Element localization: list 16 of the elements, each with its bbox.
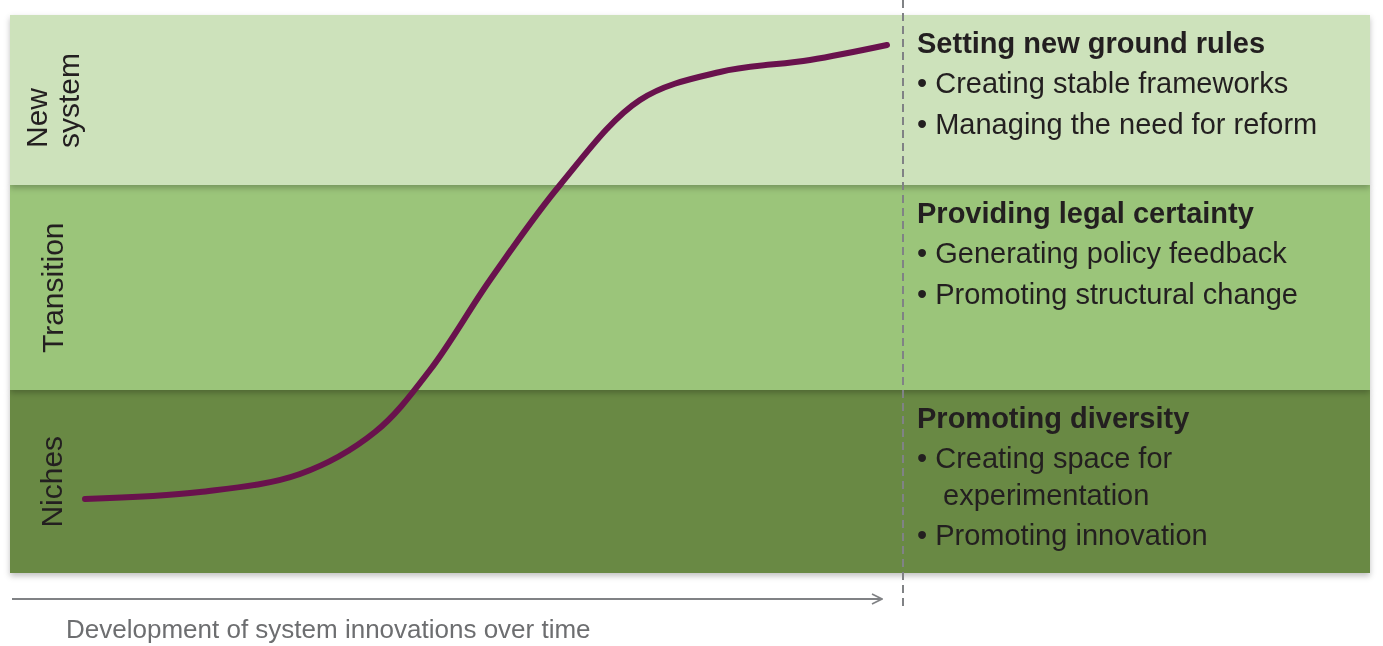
stage-band [10, 390, 1370, 573]
bullet-item: • Promoting structural change [917, 276, 1299, 312]
bullet-item: • Generating policy feedback [917, 236, 1288, 272]
bullet-item: • Creating space for experimentation [917, 441, 1174, 513]
stage-label: New system [20, 52, 84, 148]
bullet-item: • Promoting innovation [917, 517, 1209, 553]
axis-caption: Development of system innovations over time [66, 614, 591, 645]
bullet-item: • Managing the need for reform [917, 106, 1319, 142]
stage-heading: Setting new ground rules [917, 26, 1266, 61]
stage-label: Transition [36, 222, 68, 353]
stage-heading: Promoting diversity [917, 401, 1191, 436]
stage-heading: Providing legal certainty [917, 196, 1255, 231]
stage-band [10, 185, 1370, 390]
stage-band [10, 15, 1370, 185]
stage-label: Niches [36, 435, 68, 528]
bullet-item: • Creating stable frameworks [917, 66, 1290, 102]
